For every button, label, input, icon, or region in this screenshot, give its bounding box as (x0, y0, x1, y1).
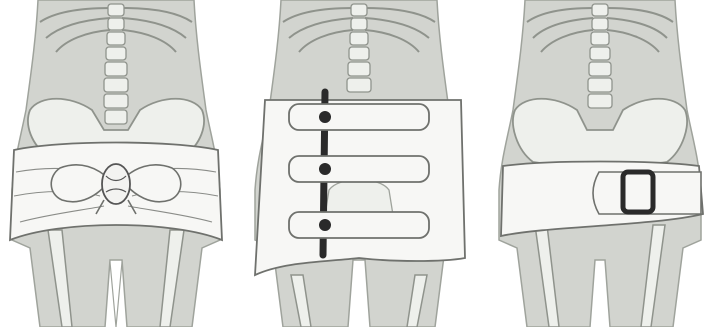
binder-straps (289, 104, 429, 238)
belt-tongue (593, 172, 701, 214)
strap-middle (289, 156, 429, 182)
spine (104, 4, 128, 124)
panel-3-illustration (487, 0, 713, 327)
strap-bottom (289, 212, 429, 238)
panel-tied-sheet-binder (0, 0, 232, 327)
leg-gap (110, 262, 122, 327)
pelvis-through-binder (325, 180, 393, 216)
panel-2-illustration (243, 0, 475, 327)
panel-strap-binder (243, 0, 475, 327)
panel-1-illustration (0, 0, 232, 327)
panel-belt-binder (487, 0, 713, 327)
strap-top (289, 104, 429, 130)
spine (588, 4, 612, 108)
